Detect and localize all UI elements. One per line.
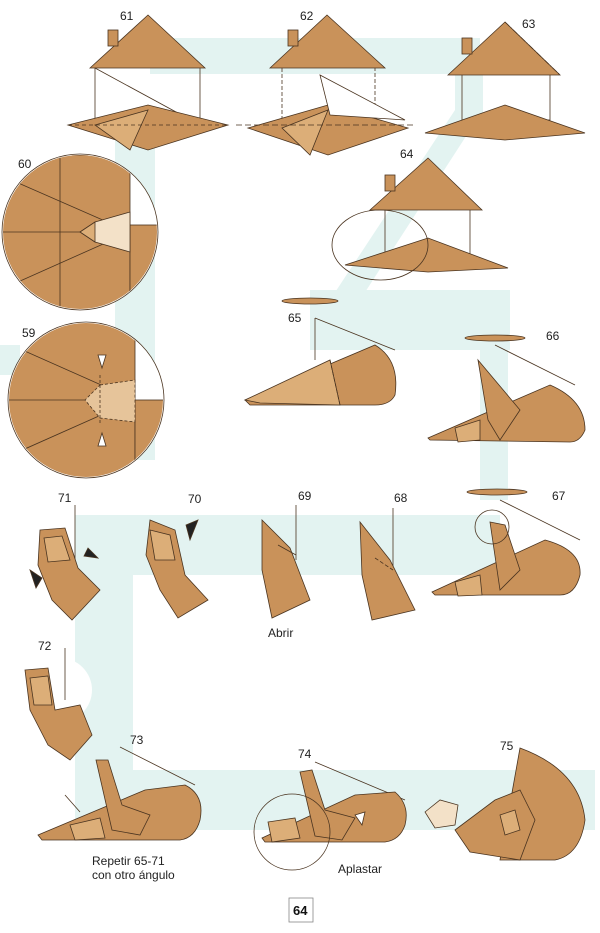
- step-number: 68: [394, 491, 408, 505]
- caption-repeat-line1: Repetir 65-71: [92, 854, 165, 868]
- step-number: 73: [130, 733, 144, 747]
- step-number: 69: [298, 489, 312, 503]
- caption-aplastar: Aplastar: [338, 862, 382, 876]
- step-71-figure: [29, 505, 101, 621]
- step-69-figure: [261, 505, 311, 619]
- caption-repeat-line2: con otro ángulo: [92, 868, 175, 882]
- step-number: 67: [552, 489, 566, 503]
- step-65-figure: [243, 297, 397, 406]
- step-number: 74: [298, 747, 312, 761]
- step-number: 72: [38, 639, 52, 653]
- step-number: 65: [288, 311, 302, 325]
- page-number-badge: 64: [288, 897, 314, 923]
- caption-abrir: Abrir: [268, 626, 293, 640]
- page-number: 64: [293, 903, 308, 918]
- step-67-figure: [431, 488, 581, 597]
- step-number: 59: [22, 326, 36, 340]
- step-number: 60: [18, 157, 32, 171]
- step-62-figure: [236, 14, 415, 156]
- step-number: 63: [522, 17, 536, 31]
- step-64-figure: [331, 157, 509, 281]
- step-number: 71: [58, 491, 72, 505]
- step-number: 62: [300, 9, 314, 23]
- step-66-figure: [427, 334, 586, 443]
- step-68-figure: [359, 508, 416, 621]
- step-number: 75: [500, 739, 514, 753]
- step-72-figure: [24, 648, 93, 761]
- step-number: 61: [120, 9, 134, 23]
- step-74-figure: [253, 761, 407, 871]
- step-61-figure: [66, 14, 230, 151]
- step-number: 64: [400, 147, 414, 161]
- step-number: 70: [188, 492, 202, 506]
- step-70-figure: [145, 519, 209, 619]
- step-75-figure: [424, 747, 586, 861]
- step-number: 66: [546, 329, 560, 343]
- step-73-figure: [37, 746, 202, 841]
- step-63-figure: [424, 21, 586, 141]
- step-59-detail-circle: [7, 321, 165, 479]
